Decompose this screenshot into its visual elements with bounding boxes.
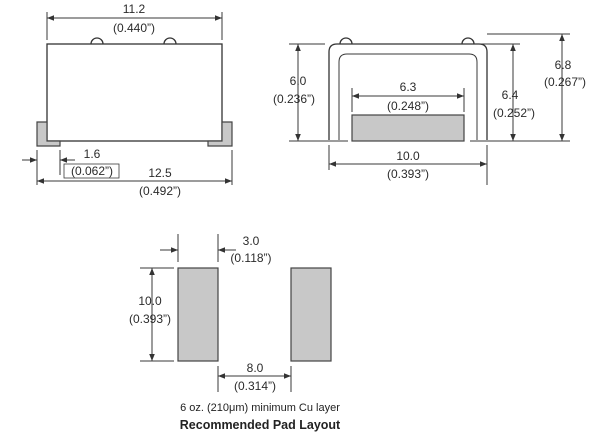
layout-pad-height-label: 10.0 — [138, 294, 162, 308]
side-lead-left — [36, 121, 61, 147]
overall-length-label: 12.5 — [148, 166, 172, 180]
body-height-inch-label: (0.236”) — [273, 92, 315, 106]
layout-pad-left — [177, 267, 219, 362]
inner-height-inch-label: (0.252”) — [493, 106, 535, 120]
body-height-label: 6.0 — [290, 74, 307, 88]
overall-height-label: 6.8 — [555, 58, 572, 72]
side-lead-right — [207, 121, 233, 147]
end-view — [289, 33, 570, 185]
layout-pad-height-inch-label: (0.393”) — [129, 312, 171, 326]
layout-gap-label: 8.0 — [247, 361, 264, 375]
side-bump-right — [163, 37, 177, 45]
overall-width-inch-label: (0.393”) — [387, 167, 429, 181]
top-width-inch-label: (0.440”) — [113, 21, 155, 35]
layout-pad-width-inch-label: (0.118”) — [230, 251, 271, 265]
end-pad — [351, 114, 465, 142]
lead-width-inch-label: (0.062”) — [71, 164, 113, 178]
overall-width-label: 10.0 — [396, 149, 420, 163]
top-width-label: 11.2 — [123, 2, 146, 16]
end-pad-width-inch-label: (0.248”) — [387, 99, 429, 113]
layout-pad-right — [290, 267, 332, 362]
pad-layout — [140, 234, 332, 392]
copper-layer-note: 6 oz. (210μm) minimum Cu layer — [180, 402, 340, 414]
layout-pad-width-label: 3.0 — [243, 234, 260, 248]
lead-width-label: 1.6 — [84, 147, 101, 161]
end-bump-left — [339, 37, 353, 45]
overall-length-inch-label: (0.492”) — [139, 184, 181, 198]
end-pad-width-label: 6.3 — [400, 80, 417, 94]
pad-layout-title: Recommended Pad Layout — [179, 418, 341, 432]
side-view — [22, 12, 233, 185]
end-bump-right — [461, 37, 475, 45]
inner-height-label: 6.4 — [502, 88, 519, 102]
side-body — [46, 43, 223, 142]
overall-height-inch-label: (0.267”) — [544, 75, 586, 89]
side-bump-left — [90, 37, 104, 45]
layout-gap-inch-label: (0.314”) — [234, 379, 276, 393]
lead-width-box — [63, 163, 120, 179]
